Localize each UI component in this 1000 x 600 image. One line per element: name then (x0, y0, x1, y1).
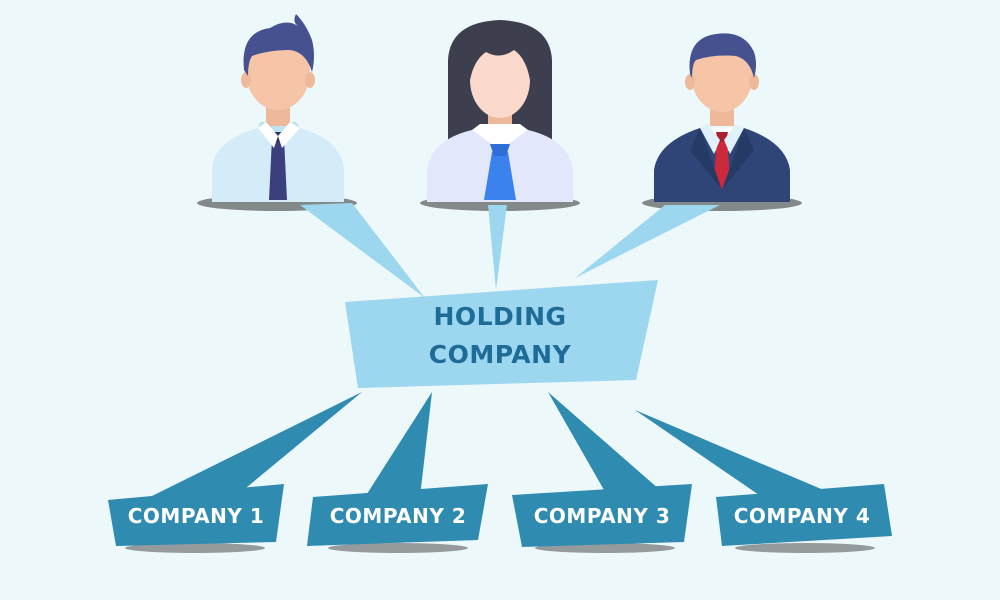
company-3-box (512, 484, 692, 547)
company-1-shadow (125, 543, 265, 553)
connector-company-4 (635, 410, 840, 497)
company-4-shadow (735, 543, 875, 553)
company-3-label: COMPANY 3 (533, 504, 671, 528)
company-1-box (108, 484, 284, 546)
company-2-shadow (328, 543, 468, 553)
company-2-box (307, 484, 488, 546)
connector-owner-2 (488, 205, 507, 290)
company-4-box (716, 484, 892, 546)
holding-company-box (345, 280, 658, 388)
businesswoman-icon (427, 20, 573, 202)
connector-company-3 (548, 392, 668, 497)
businessman-suit-icon (654, 33, 790, 202)
connector-company-2 (365, 392, 432, 497)
holding-label-line1: HOLDING (433, 302, 567, 331)
company-2-label: COMPANY 2 (329, 504, 467, 528)
connector-owner-3 (575, 205, 720, 278)
holding-company-label: HOLDING COMPANY (375, 298, 625, 374)
holding-label-line2: COMPANY (428, 340, 572, 369)
company-4-label: COMPANY 4 (733, 504, 871, 528)
businessman-light-shirt-icon (212, 14, 344, 202)
connector-owner-1 (300, 203, 425, 298)
connector-company-1 (150, 392, 362, 497)
company-1-label: COMPANY 1 (127, 504, 265, 528)
